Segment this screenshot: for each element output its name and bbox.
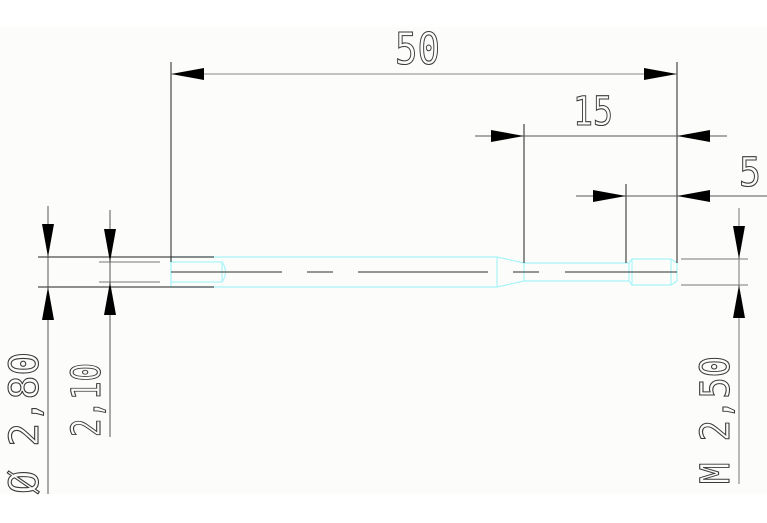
threaded-end: [628, 258, 678, 286]
dim-2-10-label: 2,10: [64, 363, 110, 437]
dim-m2-50-label: M 2,50: [693, 356, 739, 484]
arrow-left-icon: [677, 130, 710, 142]
dim-50-label: 50: [395, 24, 440, 75]
dim-5-label: 5: [739, 150, 761, 196]
dim-15-label: 15: [573, 89, 613, 135]
arrow-left-icon: [171, 68, 204, 80]
dimension-bore-diameter: 2,10: [63, 210, 116, 438]
arrow-up-icon: [104, 282, 116, 315]
dimension-thread-size: M 2,50: [692, 208, 745, 485]
dimension-thin-section: 15: [475, 88, 727, 142]
arrow-down-icon: [42, 224, 54, 257]
drawing-area: [0, 27, 767, 494]
arrow-down-icon: [733, 226, 745, 259]
main-body: [171, 256, 629, 288]
arrow-right-icon: [593, 190, 626, 202]
arrow-right-icon: [491, 130, 524, 142]
arrow-down-icon: [104, 229, 116, 262]
arrow-left-icon: [677, 190, 710, 202]
dimension-outer-diameter: Ø 2,80: [1, 206, 54, 495]
dim-2-80-label: Ø 2,80: [2, 352, 48, 494]
extension-lines: [38, 62, 748, 288]
arrow-right-icon: [644, 68, 677, 80]
arrow-up-icon: [42, 287, 54, 320]
dimension-overall-length: 50: [171, 23, 677, 80]
arrow-up-icon: [733, 285, 745, 318]
dimension-thread-length: 5: [576, 149, 767, 202]
